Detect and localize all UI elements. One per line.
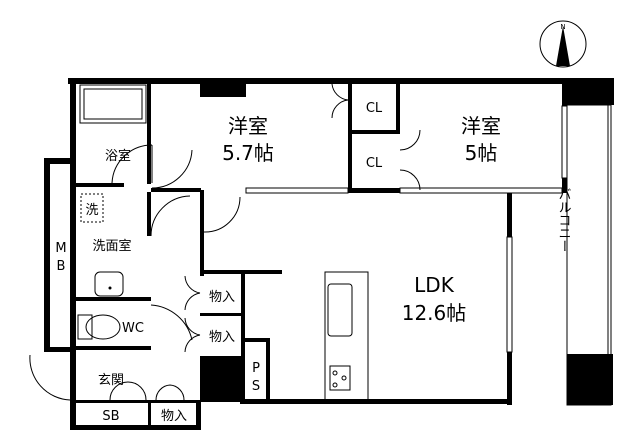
closet-1-label: CL <box>366 101 383 116</box>
windows <box>245 105 568 353</box>
ldk-name: LDK <box>414 273 455 297</box>
storage-bottom-label: 物入 <box>161 409 187 424</box>
western-room-2-name: 洋室 <box>461 114 501 138</box>
bathtub-icon <box>79 84 147 124</box>
storage-1-label: 物入 <box>209 290 235 305</box>
compass-icon: N <box>539 20 587 68</box>
western-room-1-name: 洋室 <box>228 114 268 138</box>
walls <box>44 78 568 430</box>
mb-label-2: B <box>57 259 66 274</box>
storage-2-label: 物入 <box>209 330 235 345</box>
kitchen-sink-icon <box>327 283 353 337</box>
balcony-label: バルコニー <box>556 188 572 253</box>
kitchen-counter <box>324 271 369 401</box>
western-room-2-size: 5帖 <box>465 141 498 165</box>
ldk-size: 12.6帖 <box>402 301 467 325</box>
washer-label: 洗 <box>85 203 98 218</box>
balcony <box>563 78 614 406</box>
western-room-1-size: 5.7帖 <box>222 141 274 165</box>
bath-label: 浴室 <box>105 148 131 164</box>
mb-label-1: M <box>55 241 66 256</box>
shoe-box-label: SB <box>102 409 119 424</box>
ps-label-1: P <box>252 361 260 376</box>
closet-2-label: CL <box>366 156 383 171</box>
sink-icon <box>94 271 124 297</box>
entrance-label: 玄関 <box>98 373 124 388</box>
ps-label-2: S <box>252 379 260 394</box>
toilet-icon <box>77 314 121 340</box>
washroom-label: 洗面室 <box>92 238 131 254</box>
doors <box>29 83 421 401</box>
stove-icon <box>329 365 351 391</box>
washer-space <box>80 193 104 223</box>
north-label: N <box>560 23 565 31</box>
wc-label: WC <box>122 321 144 336</box>
